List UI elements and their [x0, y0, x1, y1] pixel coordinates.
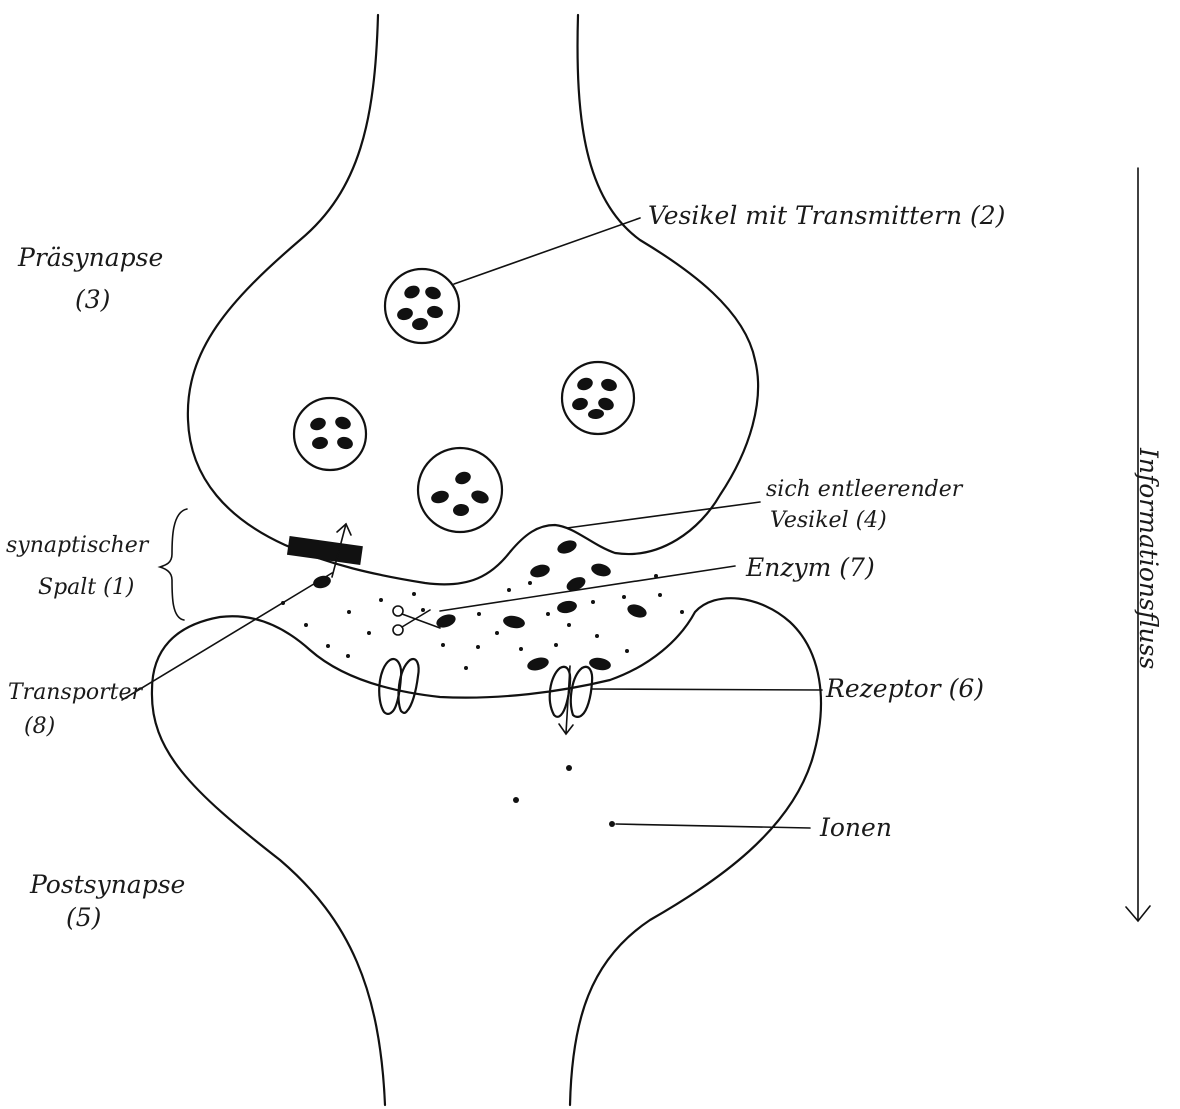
leader-lines: [122, 218, 822, 828]
label-postsynapse-num: (5): [66, 903, 101, 932]
label-spalt-line2: Spalt (1): [38, 575, 134, 600]
label-entleerend-line1: sich entleerender: [766, 477, 964, 502]
label-vesikel: Vesikel mit Transmittern (2): [648, 201, 1005, 230]
ions: [281, 574, 684, 827]
cleft-brace: [160, 509, 187, 620]
vesicle-4: [418, 448, 502, 532]
label-postsynapse: Postsynapse: [29, 870, 185, 899]
enzyme-scissors-icon: [393, 606, 440, 635]
vesicle-2: [562, 362, 634, 434]
vesicle-3: [294, 398, 366, 470]
label-praesynapse: Präsynapse: [17, 243, 163, 272]
label-ionen: Ionen: [819, 813, 892, 842]
postsynapse-membrane: [152, 598, 821, 1105]
label-transporter-num: (8): [24, 714, 55, 739]
vesicle-1: [385, 269, 459, 343]
label-entleerend-line2: Vesikel (4): [770, 508, 887, 533]
label-enzym: Enzym (7): [745, 553, 875, 582]
label-rezeptor: Rezeptor (6): [825, 674, 984, 703]
label-spalt-line1: synaptischer: [6, 533, 150, 558]
receptor-right: [550, 666, 592, 734]
label-informationsfluss: Informationsfluss: [1134, 447, 1163, 669]
label-praesynapse-num: (3): [75, 285, 110, 314]
label-transporter: Transporter: [8, 680, 143, 705]
